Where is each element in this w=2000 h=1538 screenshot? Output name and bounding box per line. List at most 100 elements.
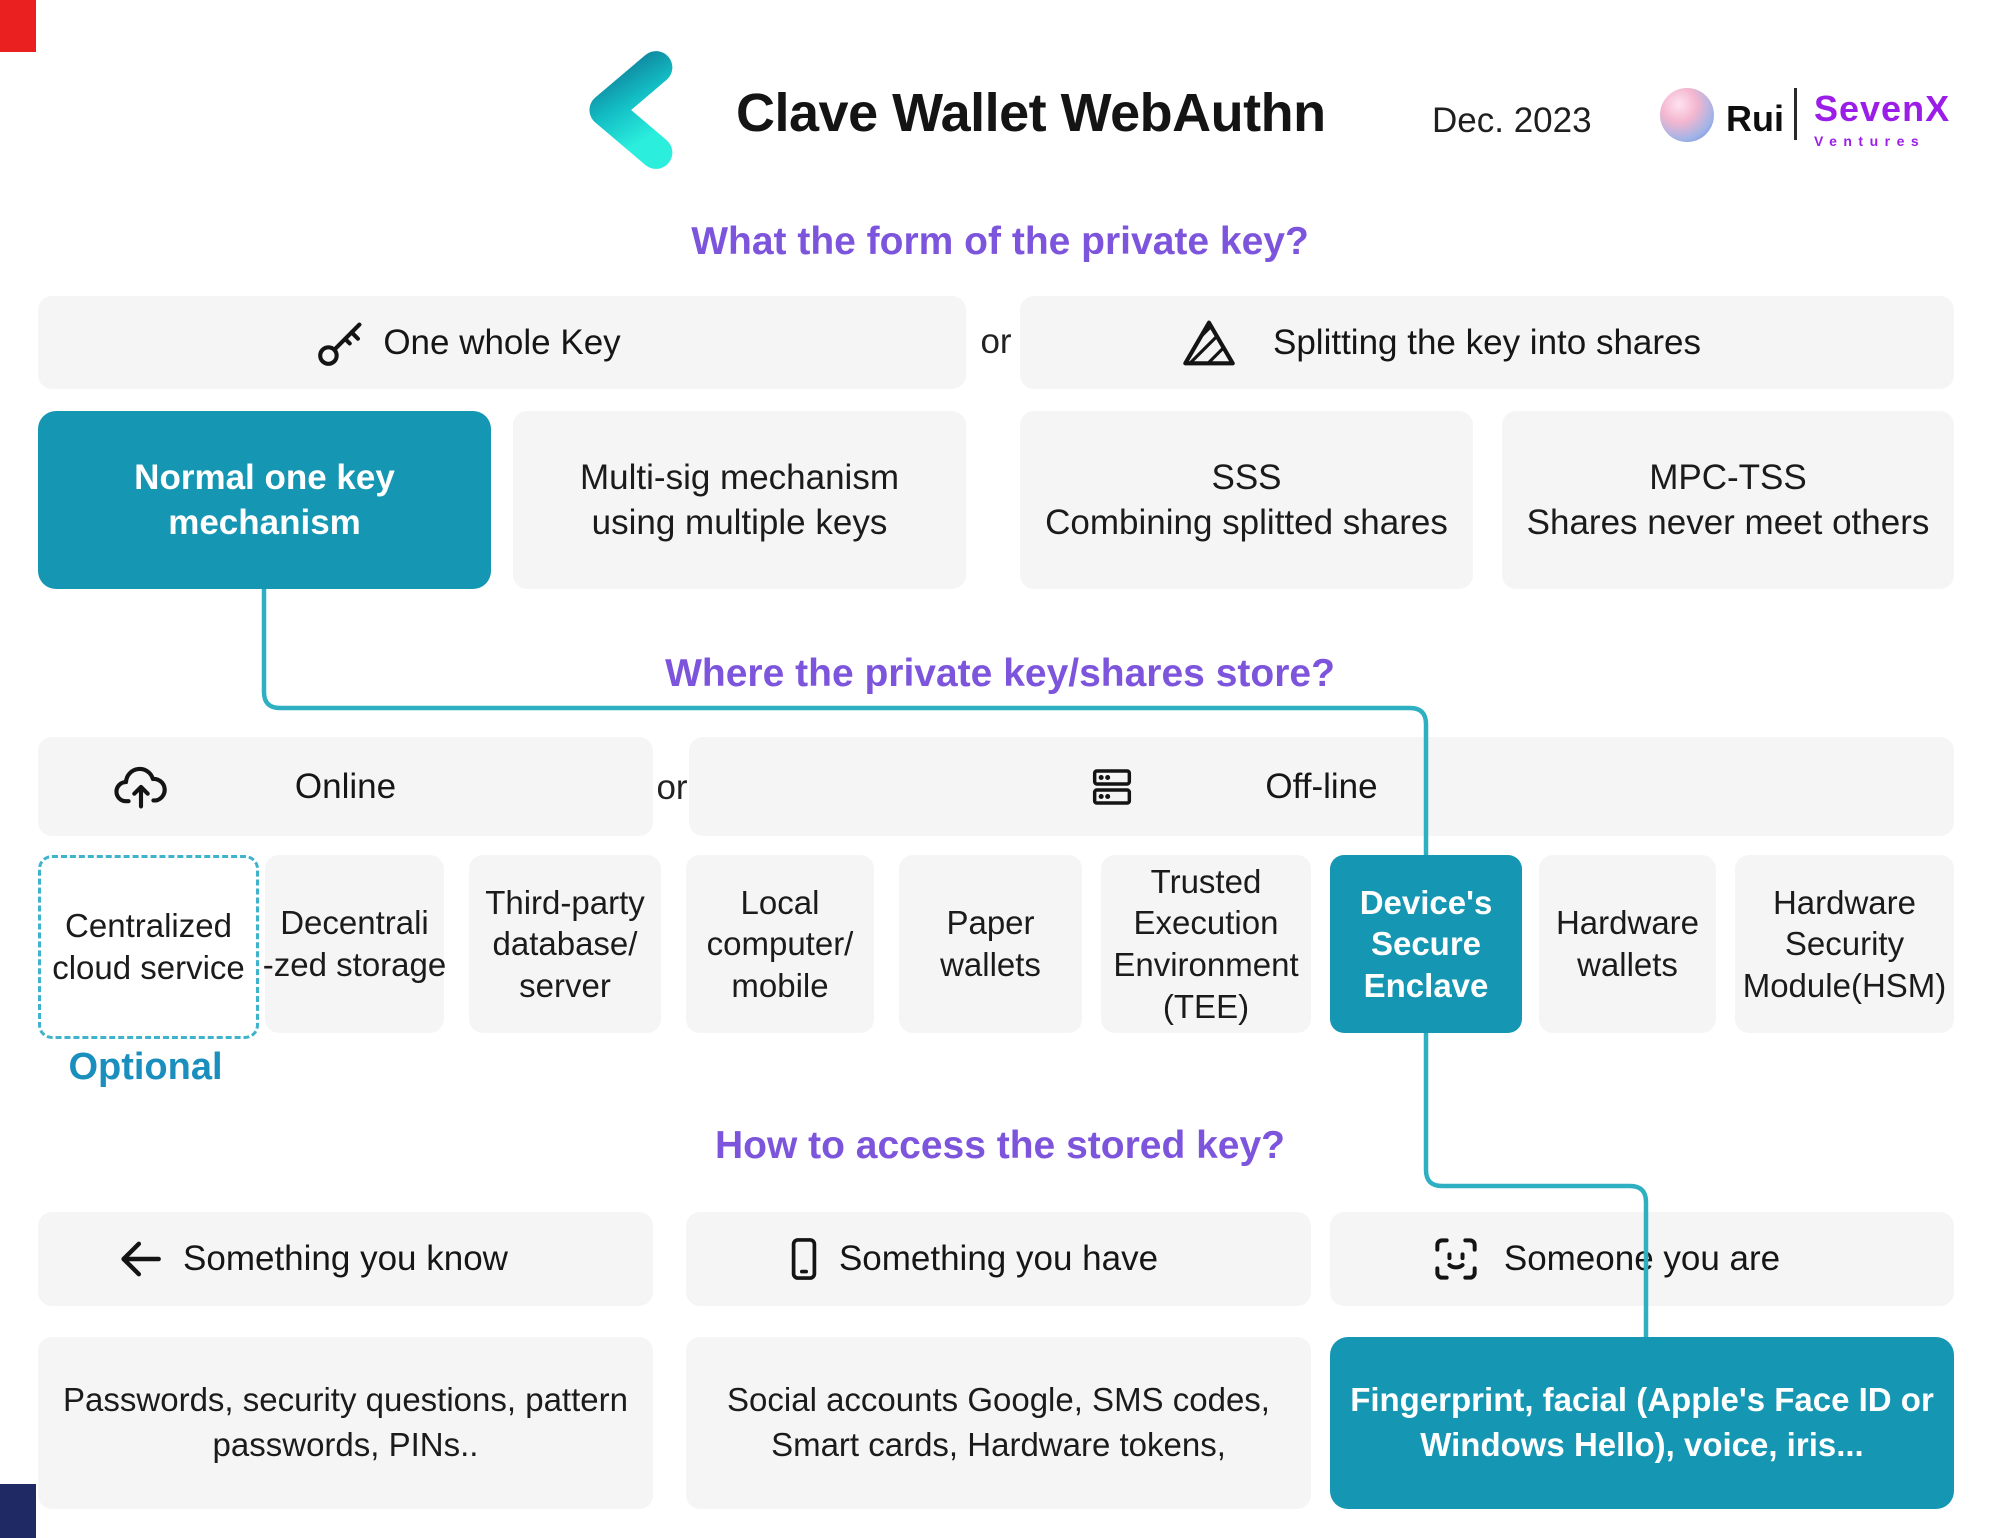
cell-text: Paper wallets (940, 902, 1041, 985)
storage-paper-wallets: Paper wallets (899, 855, 1082, 1033)
card-sss: SSS Combining splitted shares (1020, 411, 1473, 589)
text-line: Hardware (1555, 904, 1700, 942)
storage-centralized-cloud: Centralized cloud service (38, 855, 259, 1039)
example-something-you-know: Passwords, security questions, pattern pa… (38, 1337, 653, 1509)
text-line: Third-party (485, 883, 645, 921)
text-line: passwords, PINs.. (212, 1426, 479, 1463)
method-label: Something you know (183, 1239, 508, 1278)
storage-decentralized: Decentrali -zed storage (263, 855, 446, 1033)
date-label: Dec. 2023 (1432, 101, 1592, 140)
top-left-red-strip (0, 0, 36, 52)
cell-text: Hardware wallets (1556, 902, 1699, 985)
text-line: SSS (1211, 457, 1282, 497)
option-split-key: Splitting the key into shares (1020, 296, 1954, 389)
text-line: Security (1784, 925, 1905, 963)
cell-text: Local computer/mobile (707, 882, 854, 1007)
text-line: Smart cards, Hardware tokens, (771, 1426, 1226, 1463)
text-line: Device's (1359, 883, 1493, 921)
key-icon (312, 314, 370, 372)
cell-text: Third-party database/server (485, 882, 645, 1007)
text-line: -zed storage (262, 946, 447, 983)
author-avatar (1660, 88, 1714, 142)
text-line: Decentrali (280, 904, 429, 942)
example-text: Passwords, security questions, pattern pa… (63, 1378, 628, 1467)
card-text: SSS Combining splitted shares (1045, 455, 1448, 546)
text-line: computer/ (706, 925, 854, 963)
option-label: Off-line (1265, 766, 1378, 806)
face-scan-icon (1428, 1231, 1484, 1287)
bottom-left-navy-strip (0, 1484, 36, 1538)
text-line: Social accounts Google, SMS codes, (727, 1381, 1270, 1419)
section-heading-key-form: What the form of the private key? (691, 220, 1309, 263)
section-heading-access: How to access the stored key? (714, 1124, 1286, 1167)
optional-label: Optional (68, 1046, 223, 1088)
brand-divider (1794, 88, 1797, 140)
option-label: Online (294, 766, 397, 806)
text-line: Module(HSM) (1742, 966, 1947, 1004)
storage-third-party-db: Third-party database/server (469, 855, 661, 1033)
cell-text: Decentrali -zed storage (263, 902, 446, 985)
text-line: mechanism (168, 503, 361, 542)
text-line: Enclave (1363, 966, 1489, 1004)
text-line: Shares never meet others (1526, 503, 1930, 542)
brand-subtitle: Ventures (1814, 133, 1926, 149)
option-online: Online (38, 737, 653, 836)
text-line: Centralized (65, 907, 232, 945)
card-mpc-tss: MPC-TSS Shares never meet others (1502, 411, 1954, 589)
method-label: Something you have (838, 1239, 1159, 1278)
text-line: Local (740, 883, 820, 921)
method-something-you-know: Something you know (38, 1212, 653, 1306)
card-text: Multi-sig mechanism using multiple keys (580, 455, 899, 546)
option-label: One whole Key (383, 322, 621, 362)
text-line: Execution (1133, 904, 1279, 942)
text-line: server (519, 966, 611, 1004)
text-line: cloud service (52, 949, 245, 986)
text-line: database/ (492, 925, 638, 963)
page-title: Clave Wallet WebAuthn (736, 83, 1326, 143)
option-label: Splitting the key into shares (1272, 322, 1701, 362)
option-offline: Off-line (689, 737, 1954, 836)
text-line: Hardware (1772, 883, 1917, 921)
text-line: MPC-TSS (1649, 457, 1807, 497)
storage-local-computer: Local computer/mobile (686, 855, 874, 1033)
text-line: wallets (940, 946, 1041, 983)
text-line: Fingerprint, facial (Apple's Face ID or (1350, 1381, 1934, 1419)
text-line: Normal one key (134, 457, 395, 497)
method-someone-you-are: Someone you are (1330, 1212, 1954, 1306)
text-line: mobile (731, 966, 829, 1004)
brand-logo: SevenX Ventures (1814, 88, 1950, 149)
split-shares-icon (1180, 314, 1238, 372)
card-text: Normal one key mechanism (134, 455, 395, 546)
text-line: wallets (1577, 946, 1678, 983)
section-heading-storage: Where the private key/shares store? (665, 652, 1335, 695)
text-line: Paper (946, 904, 1035, 942)
clave-logo-icon (576, 50, 688, 175)
method-something-you-have: Something you have (686, 1212, 1311, 1306)
back-arrow-icon (112, 1231, 168, 1287)
server-stack-icon (1086, 761, 1138, 813)
storage-hardware-wallets: Hardware wallets (1539, 855, 1716, 1033)
text-line: Windows Hello), voice, iris... (1420, 1426, 1864, 1463)
text-line: Environment (1113, 946, 1299, 983)
text-line: Passwords, security questions, pattern (63, 1381, 628, 1419)
example-someone-you-are: Fingerprint, facial (Apple's Face ID or W… (1330, 1337, 1954, 1509)
cell-text: Centralized cloud service (52, 905, 245, 988)
example-text: Fingerprint, facial (Apple's Face ID or W… (1350, 1378, 1934, 1467)
card-text: MPC-TSS Shares never meet others (1527, 455, 1930, 546)
text-line: Trusted (1150, 862, 1262, 900)
text-line: Multi-sig mechanism (580, 457, 899, 497)
brand-name: SevenX (1814, 88, 1951, 129)
method-label: Someone you are (1503, 1239, 1781, 1278)
card-multisig: Multi-sig mechanism using multiple keys (513, 411, 966, 589)
text-line: using multiple keys (591, 503, 888, 542)
text-line: Combining splitted shares (1045, 503, 1448, 542)
text-line: (TEE) (1162, 987, 1250, 1025)
author-name: Rui (1726, 98, 1784, 139)
example-text: Social accounts Google, SMS codes, Smart … (727, 1378, 1270, 1467)
